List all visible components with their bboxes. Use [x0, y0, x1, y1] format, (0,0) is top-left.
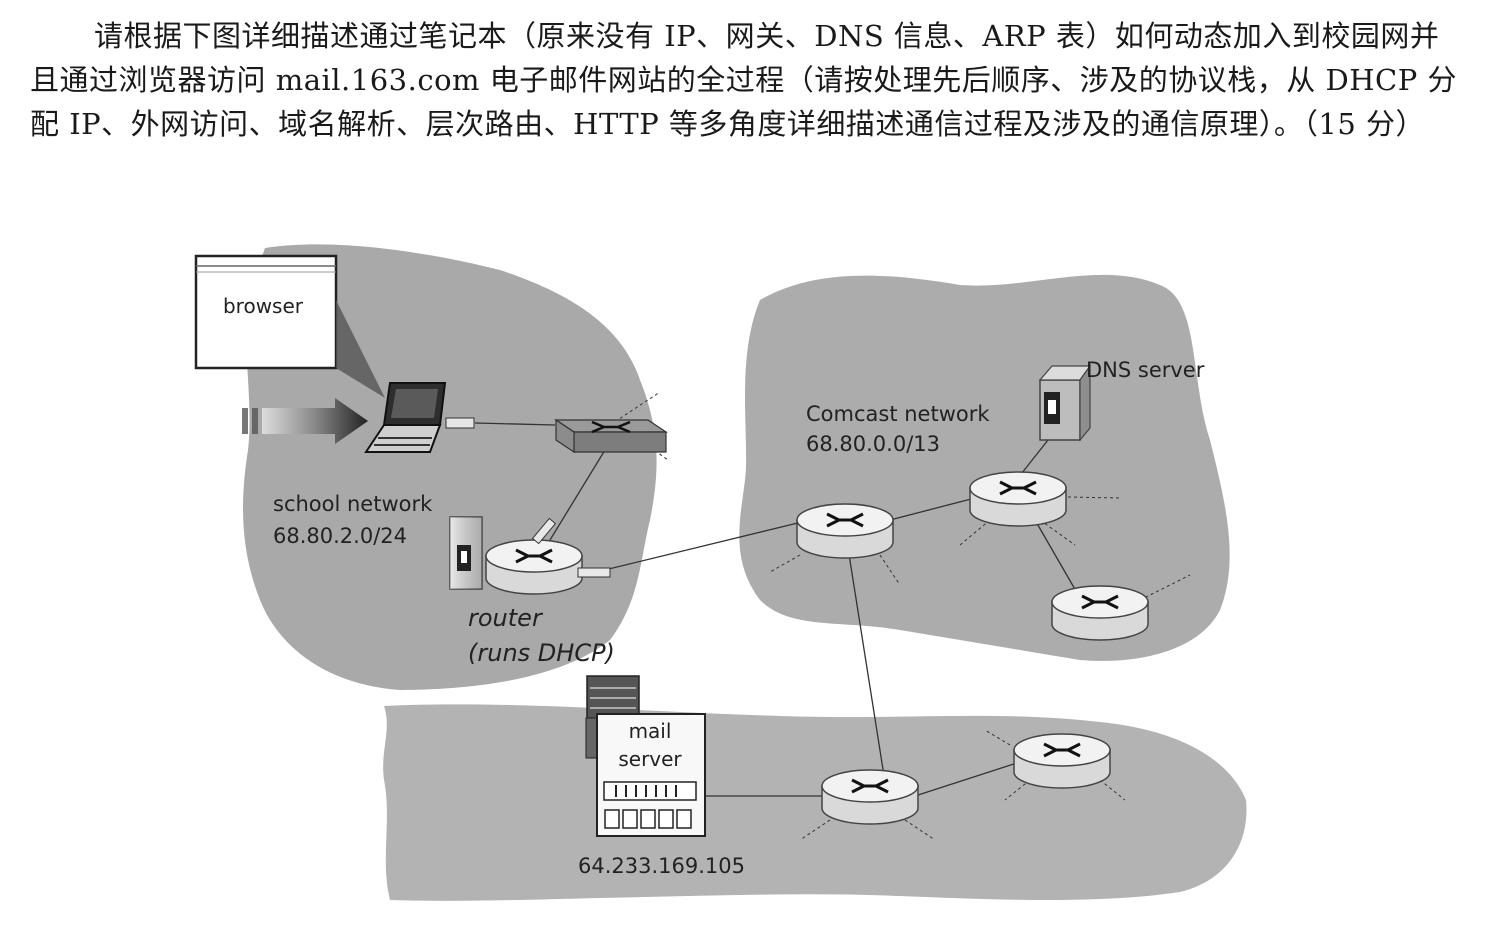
- laptop-icon: [364, 382, 475, 453]
- router-label: router: [468, 604, 544, 632]
- router-icon: [484, 517, 611, 596]
- switch-icon: [554, 418, 668, 454]
- comcast-network-name: Comcast network: [806, 402, 990, 426]
- comcast-lower-link: [1034, 519, 1081, 599]
- google-internal-link: [914, 761, 1021, 797]
- stub-link: [609, 391, 661, 426]
- router-icon: [968, 470, 1068, 528]
- router-sublabel: (runs DHCP): [468, 639, 615, 667]
- mail-server-label-line1: mail: [629, 719, 672, 743]
- router-icon: [820, 768, 920, 826]
- school-network-name: school network: [273, 492, 433, 516]
- stub-link: [799, 819, 831, 841]
- browser-label: browser: [223, 294, 304, 318]
- dns-server-label: DNS server: [1086, 358, 1205, 382]
- laptop-switch-link: [474, 422, 556, 426]
- stub-link: [904, 819, 936, 841]
- server-icon: [1038, 364, 1092, 442]
- comcast-network-prefix: 68.80.0.0/13: [806, 432, 940, 456]
- router-icon: [1050, 584, 1150, 642]
- switch-router-link: [549, 449, 606, 541]
- comcast-google-link: [847, 547, 886, 783]
- mail-server-label-line2: server: [618, 747, 682, 771]
- stub-link: [1004, 779, 1031, 801]
- comcast-network-cloud: [739, 274, 1230, 661]
- router-icon: [795, 502, 895, 560]
- browser-window: browser: [194, 254, 385, 398]
- arrow-icon: [242, 398, 368, 444]
- router-icon: [1012, 732, 1112, 790]
- school-network-prefix: 68.80.2.0/24: [273, 524, 407, 548]
- comcast-internal-link: [889, 497, 976, 521]
- server-icon: mail server: [585, 675, 706, 837]
- stub-link: [959, 519, 991, 546]
- stub-link: [1067, 496, 1121, 499]
- question-text: 请根据下图详细描述通过笔记本（原来没有 IP、网关、DNS 信息、ARP 表）如…: [30, 19, 1457, 141]
- server-icon: [449, 516, 483, 590]
- google-network-cloud: [383, 704, 1247, 901]
- stub-link: [879, 554, 901, 586]
- stub-link: [1039, 519, 1076, 546]
- stub-link: [984, 729, 1011, 746]
- mail-server-ip: 64.233.169.105: [578, 854, 745, 878]
- school-comcast-link: [579, 519, 811, 577]
- stub-link: [1099, 779, 1126, 801]
